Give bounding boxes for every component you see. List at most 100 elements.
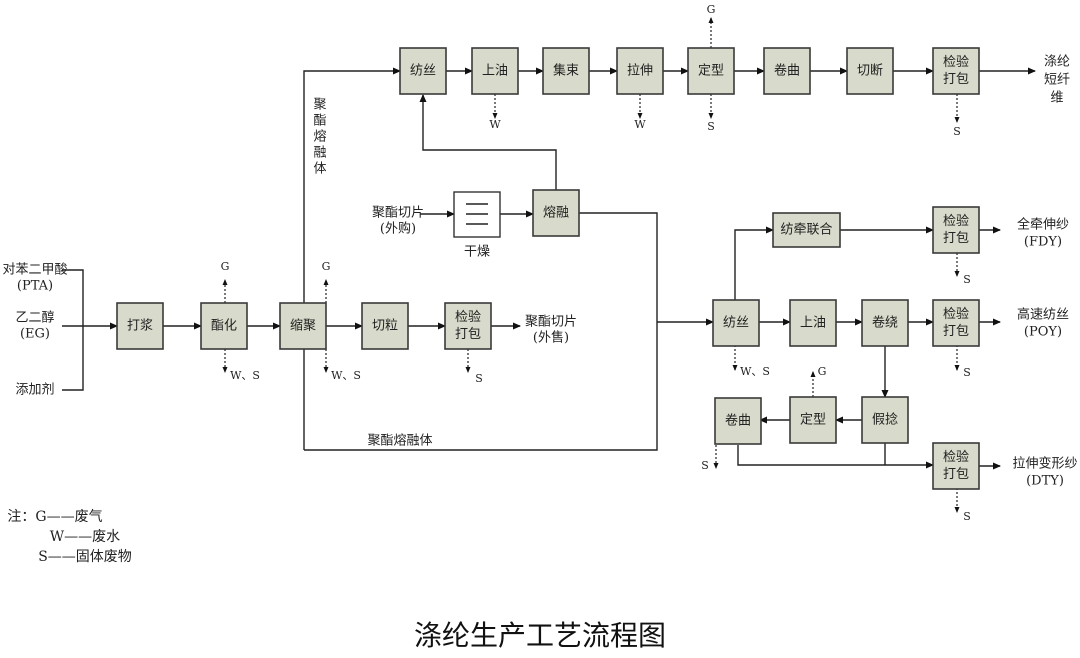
emission-label-s: S: [963, 510, 971, 523]
output-label-fdy: (FDY): [1024, 235, 1062, 250]
emission-label-w: W: [489, 118, 501, 131]
flow-arrow: [734, 226, 774, 300]
process-box-label: 上油: [800, 316, 826, 331]
process-box-label: 定型: [800, 413, 826, 428]
emission-label-ws: W、S: [230, 369, 260, 382]
process-box-label: 定型: [698, 64, 724, 79]
process-box-label: 检验: [943, 54, 969, 70]
process-box-r-oil: [789, 299, 837, 347]
process-box-chip-pack: [444, 302, 492, 350]
process-box-pulp: [116, 302, 164, 350]
process-box-top-pack: [932, 47, 980, 95]
melt-label-vertical: 酯: [313, 114, 326, 129]
input-label-pta: (PTA): [17, 279, 53, 294]
emission-label-s: S: [963, 273, 971, 286]
melt-label-vertical: 融: [313, 146, 326, 161]
process-box-label: 打浆: [127, 319, 153, 334]
process-box-label: 打包: [943, 324, 969, 339]
dryer-label: 干燥: [464, 245, 490, 260]
process-box-top-stretch: [616, 47, 664, 95]
emission-label-s: S: [701, 459, 709, 472]
emission-label-s: S: [475, 372, 483, 385]
input-label-additive: 添加剂: [15, 383, 54, 398]
process-box-label: 缩聚: [290, 318, 316, 334]
process-box-label: 检验: [455, 309, 481, 325]
output-label-staple: 维: [1050, 91, 1063, 106]
process-box-top-crimp: [763, 47, 811, 95]
melt-label-vertical: 体: [313, 162, 326, 177]
flow-arrow: [62, 269, 84, 391]
process-box-label: 检验: [943, 213, 969, 229]
process-box-label: 纺牵联合: [780, 223, 832, 238]
emission-label-s: S: [953, 125, 961, 138]
emission-label-s: S: [707, 120, 715, 133]
flow-arrow: [304, 212, 658, 451]
process-box-dty-pack: [932, 442, 980, 490]
output-label-poy: 高速纺丝: [1017, 307, 1069, 323]
emission-label-g: G: [322, 260, 331, 273]
process-box-label: 集束: [553, 63, 579, 79]
process-box-top-spin: [399, 47, 447, 95]
emission-label-ws: W、S: [331, 369, 361, 382]
emission-label-w: W: [634, 118, 646, 131]
emission-label-s: S: [963, 366, 971, 379]
process-box-melt: [532, 189, 580, 237]
output-label-dty: 拉伸变形纱: [1012, 456, 1077, 472]
input-label-eg: 乙二醇: [15, 310, 54, 326]
process-box-top-cut: [846, 47, 894, 95]
process-box-r-spin: [712, 299, 760, 347]
process-box-ester: [200, 302, 248, 350]
process-box-poy-pack: [932, 299, 980, 347]
input-label-eg: (EG): [20, 327, 50, 342]
process-box-top-bundle: [542, 47, 590, 95]
process-box-pellet: [361, 302, 409, 350]
process-box-label: 打包: [943, 72, 969, 87]
output-label-staple: 短纤: [1044, 73, 1070, 88]
input-label-chips: 聚酯切片: [372, 206, 424, 221]
emission-label-g: G: [221, 260, 230, 273]
process-box-label: 酯化: [211, 319, 237, 334]
process-box-false-twist: [861, 396, 909, 444]
process-box-label: 切断: [857, 64, 883, 79]
process-box-poly: [279, 302, 327, 350]
process-box-top-oil: [471, 47, 519, 95]
output-label-staple: 涤纶: [1044, 55, 1070, 70]
process-box-r-set: [789, 396, 837, 444]
output-label-dty: (DTY): [1026, 474, 1064, 489]
process-box-label: 纺丝: [410, 64, 436, 79]
diagram-title: 涤纶生产工艺流程图: [414, 619, 666, 652]
flow-arrow: [737, 445, 934, 469]
emission-label-g: G: [707, 3, 716, 16]
output-label-chips: 聚酯切片: [525, 315, 577, 330]
process-box-label: 打包: [455, 327, 481, 342]
process-box-label: 卷曲: [725, 413, 751, 429]
legend-item: 注：G——废气: [7, 509, 102, 525]
process-box-label: 卷曲: [774, 63, 800, 79]
melt-label-vertical: 聚: [313, 98, 326, 113]
flow-arrow: [419, 94, 557, 190]
process-box-label: 熔融: [543, 206, 569, 221]
process-box-label: 切粒: [372, 319, 398, 334]
process-box-label: 打包: [943, 467, 969, 482]
process-box-label: 上油: [482, 64, 508, 79]
process-box-r-crimp: [714, 397, 762, 445]
output-label-chips: (外售): [533, 330, 569, 346]
process-box-label: 纺丝: [723, 316, 749, 331]
process-box-label: 卷绕: [872, 315, 898, 331]
output-label-fdy: 全牵伸纱: [1017, 217, 1069, 233]
input-label-pta: 对苯二甲酸: [2, 263, 67, 278]
legend-item: W——废水: [50, 529, 120, 545]
process-box-label: 拉伸: [627, 64, 653, 79]
process-box-fdy-pack: [932, 206, 980, 254]
emission-label-ws: W、S: [740, 365, 770, 378]
input-label-chips: (外购): [380, 221, 416, 237]
process-box-label: 假捻: [872, 413, 898, 428]
emission-label-g: G: [818, 365, 827, 378]
process-box-label: 打包: [943, 231, 969, 246]
process-box-label: 检验: [943, 306, 969, 322]
melt-label-vertical: 熔: [313, 130, 326, 145]
output-label-poy: (POY): [1024, 325, 1062, 340]
process-box-fdy-combo: [772, 212, 841, 248]
melt-label-horizontal: 聚酯熔融体: [367, 434, 432, 449]
